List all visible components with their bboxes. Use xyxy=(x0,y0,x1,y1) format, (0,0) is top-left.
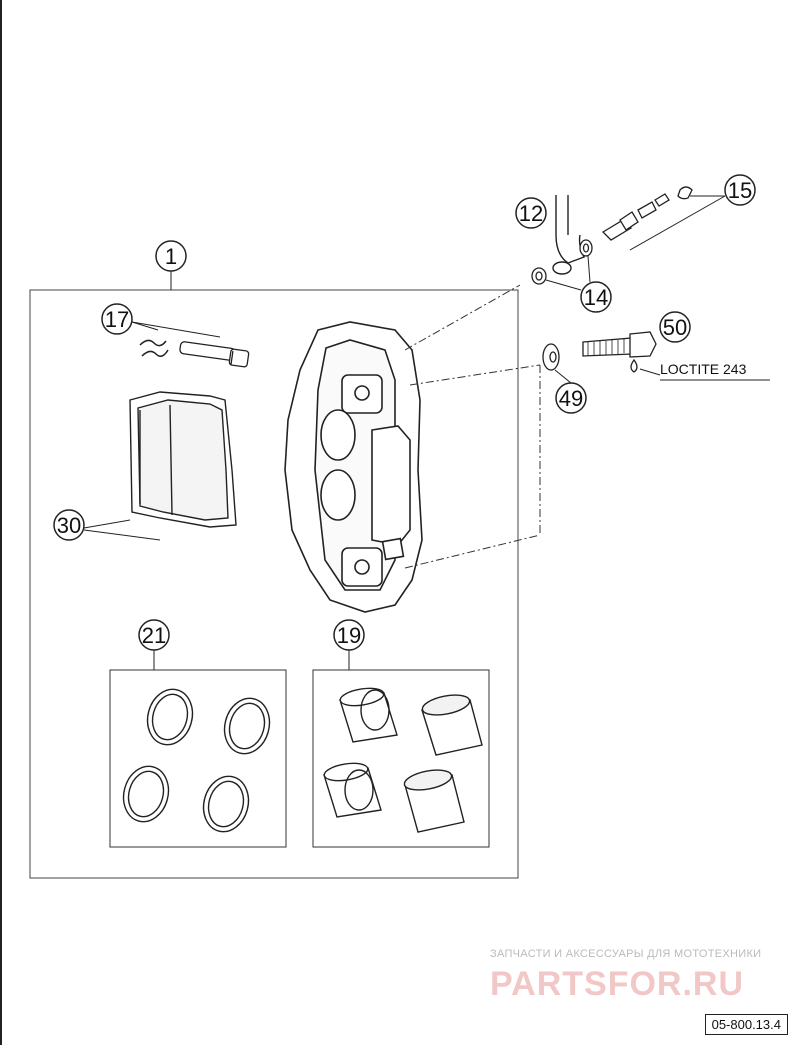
callout-17: 17 xyxy=(101,303,221,338)
leader-lines xyxy=(404,284,541,569)
svg-text:30: 30 xyxy=(57,513,81,538)
seal-kit-box xyxy=(109,669,287,848)
caliper-bolt xyxy=(582,331,657,358)
callout-49: 49 xyxy=(554,369,587,414)
svg-text:14: 14 xyxy=(584,285,608,310)
callout-50: 50 xyxy=(659,311,691,343)
svg-text:15: 15 xyxy=(728,178,752,203)
assembly-frame xyxy=(29,289,519,879)
watermark-tagline: ЗАПЧАСТИ И АКСЕССУАРЫ ДЛЯ МОТОТЕХНИКИ xyxy=(490,948,762,960)
callout-12: 12 xyxy=(515,197,547,229)
callout-14: 14 xyxy=(545,255,612,313)
reference-code: 05-800.13.4 xyxy=(704,1014,788,1035)
svg-text:12: 12 xyxy=(519,201,543,226)
svg-text:LOCTITE 243: LOCTITE 243 xyxy=(660,361,747,377)
copper-washers xyxy=(531,239,593,285)
svg-text:17: 17 xyxy=(105,307,129,332)
loctite-drop-icon xyxy=(630,358,638,373)
callout-15: 15 xyxy=(629,174,756,251)
pistons xyxy=(323,687,483,833)
spring-clip xyxy=(139,339,169,357)
callout-30: 30 xyxy=(53,509,161,541)
bleed-screw xyxy=(601,186,693,241)
brake-hose xyxy=(552,195,585,275)
pad-pin xyxy=(179,341,250,368)
piston-kit-box xyxy=(312,669,490,848)
svg-text:1: 1 xyxy=(165,244,177,269)
svg-text:49: 49 xyxy=(559,386,583,411)
callout-21: 21 xyxy=(138,619,170,670)
callout-19: 19 xyxy=(333,619,365,670)
caliper-body xyxy=(284,321,423,613)
loctite-note: LOCTITE 243 xyxy=(630,358,770,381)
brake-pads xyxy=(129,391,237,528)
svg-text:21: 21 xyxy=(142,623,166,648)
svg-text:50: 50 xyxy=(663,315,687,340)
callout-1: 1 xyxy=(155,240,187,290)
seal-rings xyxy=(122,688,271,833)
watermark-brand: PARTSFOR.RU xyxy=(490,965,745,1003)
washer-49 xyxy=(542,343,560,371)
svg-text:19: 19 xyxy=(337,623,361,648)
